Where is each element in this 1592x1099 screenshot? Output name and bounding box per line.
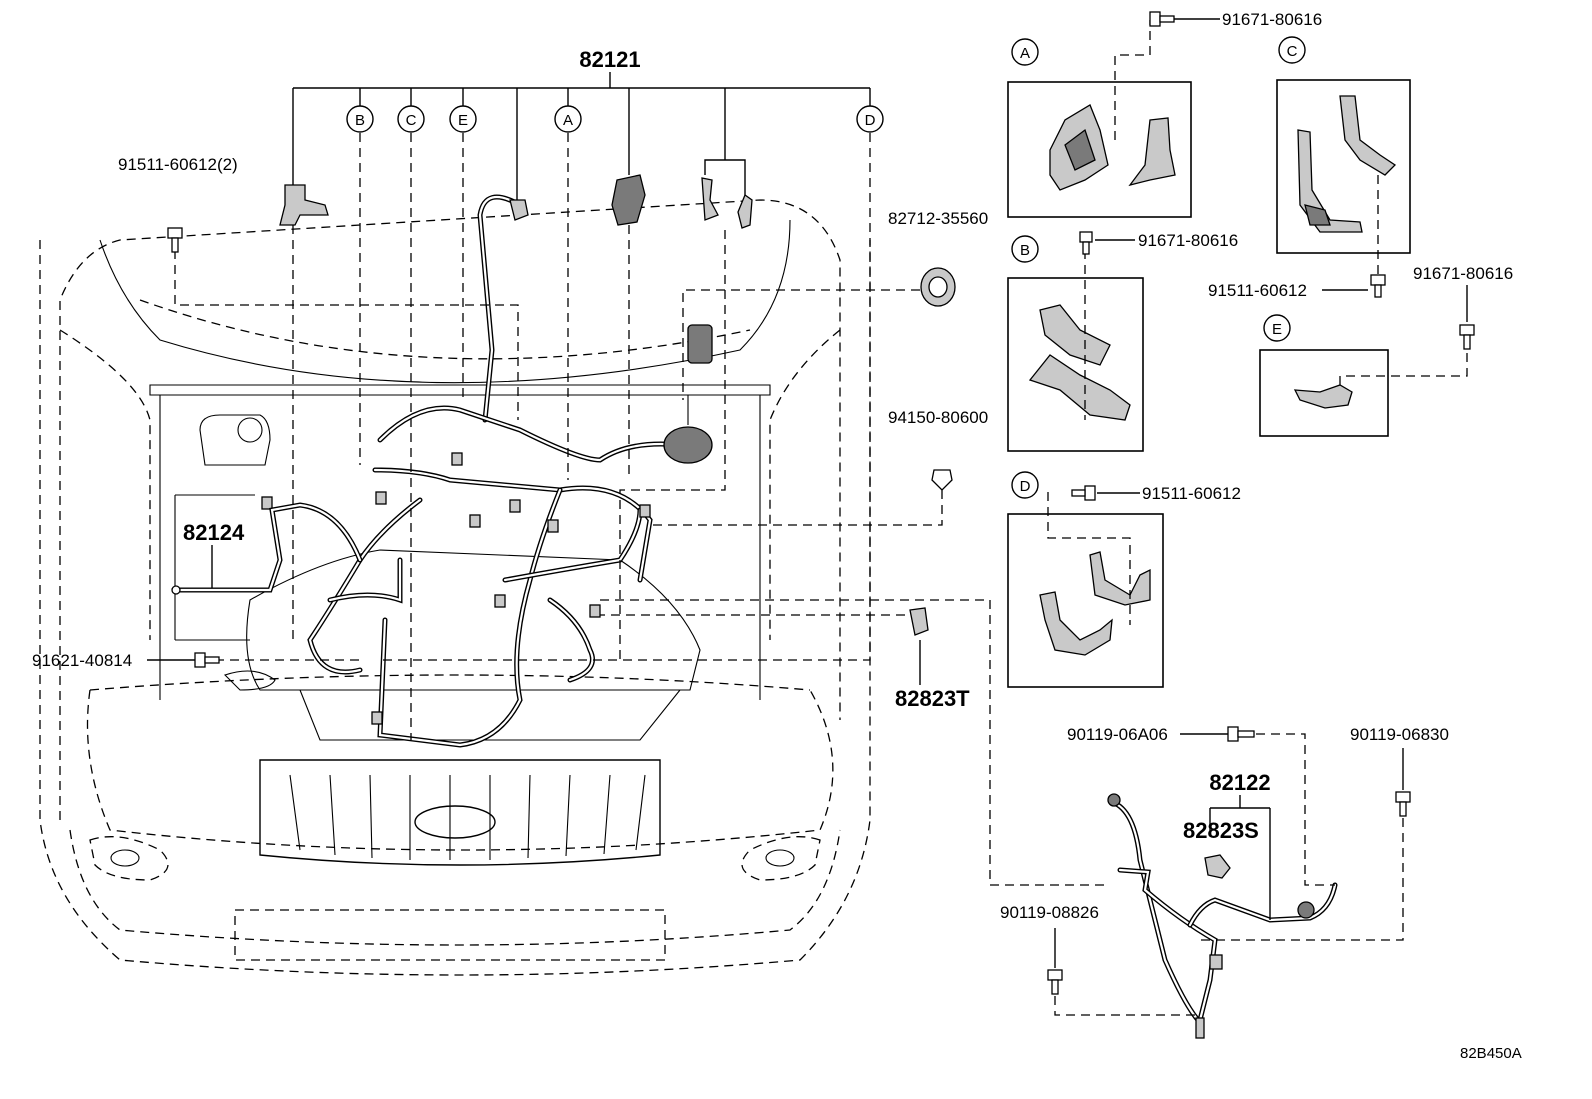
label-91671-80616-e: 91671-80616 (1413, 264, 1513, 283)
label-91671-80616-a: 91671-80616 (1222, 10, 1322, 29)
callout-b: B (346, 105, 374, 133)
label-82124: 82124 (183, 520, 245, 545)
callouts-main: B C E A D (346, 105, 884, 133)
svg-text:B: B (1020, 242, 1030, 259)
label-82122: 82122 (1209, 770, 1270, 795)
detail-b (1007, 231, 1144, 452)
bolt-91511-60612-2 (167, 227, 183, 253)
callout-e: E (449, 105, 477, 133)
label-91511-60612-2: 91511-60612(2) (118, 155, 238, 174)
detail-label-a: A (1011, 38, 1039, 66)
leader-lines (147, 72, 1110, 886)
detail-label-b: B (1011, 235, 1039, 263)
detail-label-c: C (1278, 36, 1306, 64)
main-harness-82121 (171, 159, 929, 748)
detail-labels: A B C D E (1011, 36, 1306, 499)
label-91511-60612-d: 91511-60612 (1142, 484, 1241, 503)
label-90119-06830: 90119-06830 (1350, 725, 1449, 744)
reference-code: 82B450A (1460, 1045, 1522, 1062)
part-labels: 82121 91511-60612(2) 82712-35560 94150-8… (32, 10, 1522, 1062)
bolt-91621-40814 (194, 652, 220, 668)
svg-text:A: A (563, 112, 573, 129)
label-82712-35560: 82712-35560 (888, 209, 988, 228)
engine-room-harness-82122 (1047, 726, 1411, 1039)
svg-text:D: D (865, 112, 876, 129)
label-82823S: 82823S (1183, 818, 1259, 843)
label-82121: 82121 (579, 47, 640, 72)
label-91671-80616-b: 91671-80616 (1138, 231, 1238, 250)
detail-a (1007, 11, 1220, 218)
callout-a: A (554, 105, 582, 133)
label-82823T: 82823T (895, 686, 970, 711)
svg-text:D: D (1020, 478, 1031, 495)
svg-text:C: C (1287, 43, 1298, 60)
svg-text:C: C (406, 112, 417, 129)
detail-d (1007, 485, 1164, 688)
grommet-82712-35560 (920, 267, 956, 307)
label-91621-40814: 91621-40814 (32, 651, 132, 670)
detail-label-d: D (1011, 471, 1039, 499)
vehicle-outline (39, 199, 871, 976)
label-94150-80600: 94150-80600 (888, 408, 988, 427)
detail-c (1276, 79, 1411, 298)
callout-c: C (397, 105, 425, 133)
svg-text:E: E (1272, 321, 1282, 338)
svg-text:B: B (355, 112, 365, 129)
label-90119-08826: 90119-08826 (1000, 903, 1099, 922)
svg-text:A: A (1020, 45, 1030, 62)
detail-e (1259, 285, 1475, 437)
label-90119-06A06: 90119-06A06 (1067, 725, 1168, 744)
svg-text:E: E (458, 112, 468, 129)
clip-94150-80600 (931, 469, 953, 491)
detail-label-e: E (1263, 314, 1291, 342)
callout-d: D (856, 105, 884, 133)
label-91511-60612-c: 91511-60612 (1208, 281, 1307, 300)
bolts-main (167, 227, 956, 668)
